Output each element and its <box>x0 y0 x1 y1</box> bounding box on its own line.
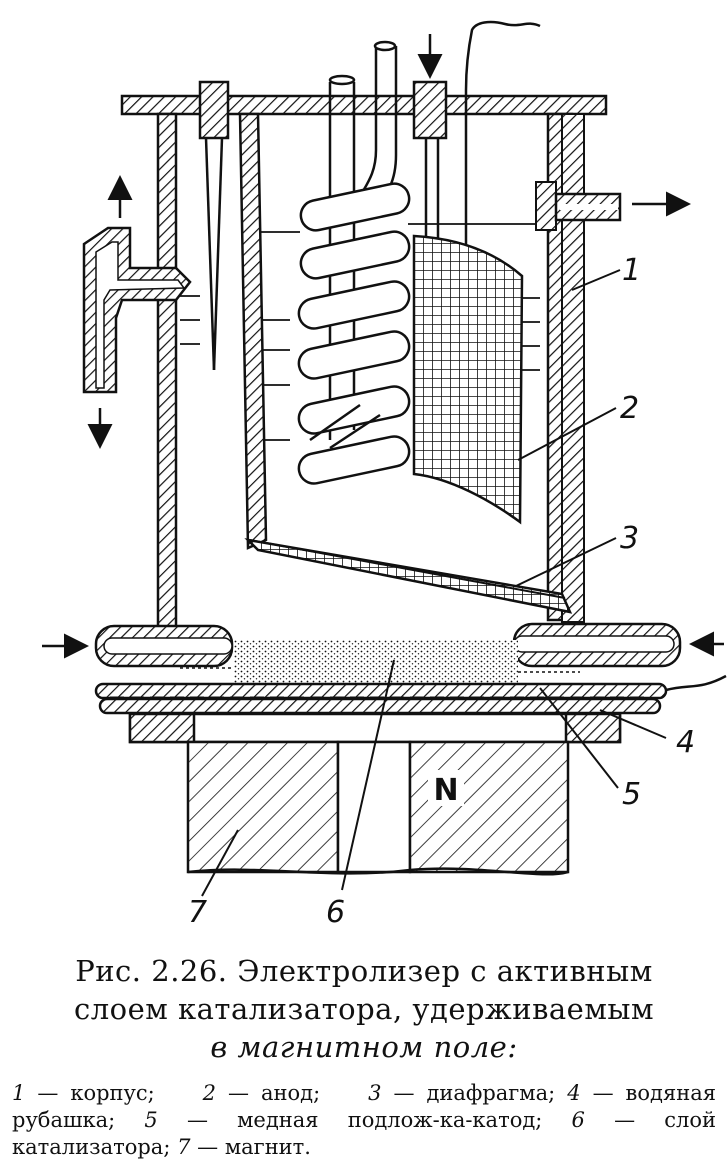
callout-2: 2 <box>620 391 639 426</box>
anode-mesh <box>412 234 524 525</box>
legend-num-5: 5 <box>144 1108 158 1132</box>
legend-text-1: — корпус; <box>37 1081 155 1105</box>
body-wall-right <box>546 112 585 623</box>
legend-num-1: 1 <box>12 1081 26 1105</box>
callout-7: 7 <box>188 895 207 930</box>
legend-num-2: 2 <box>202 1081 217 1105</box>
legend-text-5: — медная подлож-ка-катод; <box>186 1108 543 1132</box>
callout-1: 1 <box>622 253 641 288</box>
callout-3: 3 <box>620 521 639 556</box>
legend-text-4: — водяная рубашка; <box>12 1081 716 1132</box>
caption-number: Рис. 2.26. <box>75 954 228 988</box>
catalyst-layer <box>180 640 580 684</box>
legend-num-7: 7 <box>177 1135 191 1159</box>
caption-legend: 1 — корпус; 2 — анод; 3 — диафрагма; 4 —… <box>12 1080 716 1161</box>
water-jacket <box>94 674 727 715</box>
body-wall-left <box>156 112 178 630</box>
legend-text-2: — анод; <box>228 1081 321 1105</box>
legend-num-4: 4 <box>567 1081 581 1105</box>
magnet: N <box>186 740 570 876</box>
anode-wire <box>464 20 541 430</box>
legend-num-6: 6 <box>571 1108 585 1132</box>
jacket-outlet-left <box>82 175 192 449</box>
callout-6: 6 <box>326 895 345 930</box>
caption-title-line1: Электролизер с активным <box>237 954 653 988</box>
legend-num-3: 3 <box>368 1081 382 1105</box>
magnet-pole-label: N <box>433 773 458 808</box>
leader-lines <box>201 269 667 897</box>
caption-title: Рис. 2.26. Электролизер с активным слоем… <box>12 952 716 1066</box>
electrolyzer-diagram: N 1 2 3 4 5 6 7 <box>42 20 727 930</box>
legend-text-6: — слой катализатора; <box>12 1108 716 1159</box>
base-inlet-right <box>512 622 724 668</box>
callout-4: 4 <box>676 725 695 760</box>
top-inlet <box>412 34 448 238</box>
caption-title-line3: в магнитном поле: <box>210 1030 518 1064</box>
legend-text-3: — диафрагма; <box>393 1081 556 1105</box>
callout-5: 5 <box>622 777 641 812</box>
base-inlet-left <box>42 624 234 668</box>
coil-windings <box>297 182 411 485</box>
outlet-right <box>535 181 691 231</box>
anode-compartment <box>238 112 573 614</box>
legend-text-7: — магнит. <box>197 1135 311 1159</box>
caption-title-line2: слоем катализатора, удерживаемым <box>73 992 655 1026</box>
figure-caption: Рис. 2.26. Электролизер с активным слоем… <box>12 952 716 1161</box>
probe <box>198 80 230 371</box>
base-plate <box>128 712 622 744</box>
lid <box>120 94 608 116</box>
